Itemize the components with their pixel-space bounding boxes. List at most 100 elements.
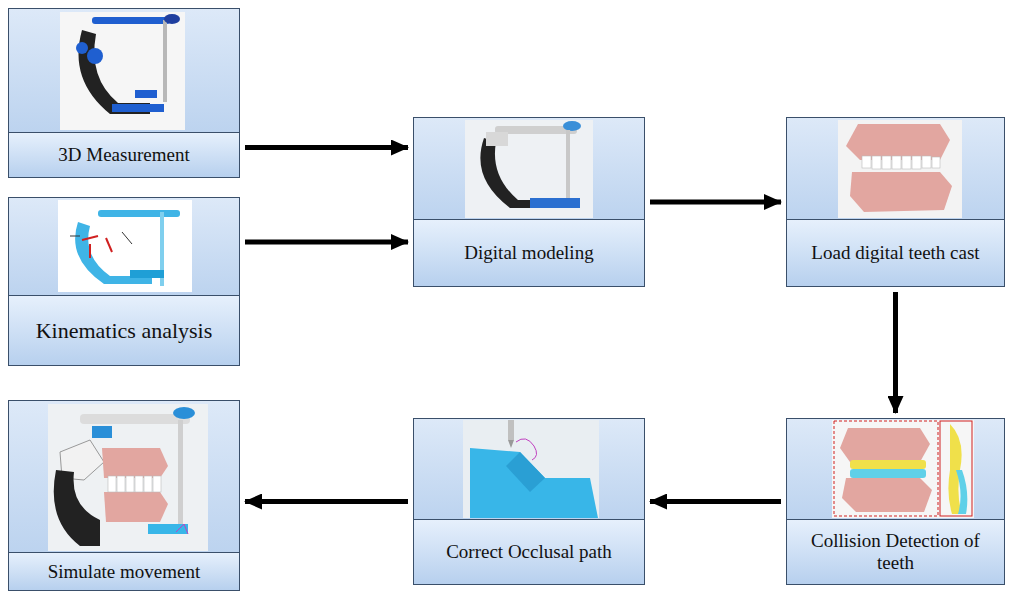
measurement-photo-part <box>135 90 157 98</box>
process-box: Load digital teeth cast <box>786 117 1005 287</box>
teeth-row-part <box>932 157 940 168</box>
node-label: 3D Measurement <box>58 144 189 166</box>
kinematics-drawing-part <box>106 238 112 252</box>
teeth-cast-part <box>786 117 1005 220</box>
kinematics-drawing-part <box>122 232 132 244</box>
digital-model-part <box>465 120 593 218</box>
flow-arrow <box>245 145 408 150</box>
kinematics-drawing-part <box>98 210 180 217</box>
measurement-photo-part <box>92 17 170 24</box>
teeth-cast <box>786 117 1005 220</box>
simulation-drawing-part <box>8 400 240 553</box>
process-box: Digital modeling <box>413 117 645 287</box>
collision-detection-part <box>786 418 1005 520</box>
simulation-drawing-part <box>178 420 183 530</box>
teeth-row-part <box>108 476 116 492</box>
collision-detection-part <box>840 428 930 462</box>
node-label: Correct Occlusal path <box>446 541 612 563</box>
simulation-drawing-part <box>104 492 168 522</box>
simulation-drawing-part <box>176 524 188 534</box>
simulation-drawing-part <box>48 404 208 551</box>
measurement-photo-part <box>87 48 103 64</box>
occlusal-path <box>413 418 645 520</box>
occlusal-path-part <box>508 420 514 440</box>
collision-detection-part <box>850 460 926 469</box>
measurement-photo-part <box>164 14 180 24</box>
teeth-row-part <box>892 156 901 169</box>
flow-arrow <box>245 499 408 504</box>
teeth-row-part <box>922 156 931 168</box>
measurement-photo-part <box>79 30 151 114</box>
teeth-row <box>862 156 940 169</box>
teeth-row-part <box>862 156 871 168</box>
collision-detection-part <box>956 470 967 514</box>
simulation-drawing-part <box>54 470 100 546</box>
measurement-photo-part <box>8 8 240 133</box>
measurement-photo-part <box>76 42 88 54</box>
occlusal-path-part <box>463 420 599 518</box>
label-band: Collision Detection of teeth <box>787 519 1004 584</box>
kinematics-drawing-part <box>58 200 192 292</box>
occlusal-path-part <box>508 440 514 448</box>
collision-detection <box>786 418 1005 520</box>
teeth-row-part <box>872 156 881 169</box>
teeth-cast-part <box>850 172 952 212</box>
kinematics-drawing <box>8 197 240 296</box>
digital-model-part <box>486 132 508 146</box>
flow-arrow <box>650 200 781 205</box>
node-label: Digital modeling <box>464 242 593 264</box>
label-band: Simulate movement <box>9 552 239 590</box>
simulation-drawing <box>8 400 240 553</box>
collision-detection-part <box>832 420 974 518</box>
label-band: Kinematics analysis <box>9 295 239 365</box>
occlusal-path-part <box>506 452 545 492</box>
simulation-drawing-part <box>80 414 190 424</box>
simulation-drawing-part <box>102 448 168 478</box>
measurement-photo-part <box>163 20 167 102</box>
teeth-row-part <box>117 476 125 492</box>
teeth-row <box>108 476 161 492</box>
flow-arrow <box>650 499 781 504</box>
digital-model-part <box>530 198 580 208</box>
kinematics-drawing-part <box>82 236 98 240</box>
flow-arrow <box>893 292 898 413</box>
process-box: Kinematics analysis <box>8 197 240 366</box>
digital-model-part <box>413 117 645 220</box>
collision-detection-part <box>940 421 972 516</box>
process-box: Simulate movement <box>8 400 240 591</box>
teeth-row-part <box>144 476 152 492</box>
process-box: Correct Occlusal path <box>413 418 645 585</box>
collision-detection-part <box>842 478 932 512</box>
digital-model-part <box>566 130 570 204</box>
collision-detection-part <box>850 469 926 478</box>
digital-model <box>413 117 645 220</box>
collision-detection-part <box>948 424 962 514</box>
label-band: Correct Occlusal path <box>414 519 644 584</box>
digital-model-part <box>480 138 552 208</box>
process-box: 3D Measurement <box>8 8 240 178</box>
collision-detection-part <box>834 421 938 516</box>
occlusal-path-part <box>413 418 645 520</box>
node-label: Kinematics analysis <box>36 318 213 343</box>
teeth-row-part <box>153 476 161 492</box>
teeth-row-part <box>126 476 134 492</box>
kinematics-drawing-part <box>8 197 240 296</box>
teeth-row-part <box>135 476 143 492</box>
kinematics-drawing-part <box>89 244 91 258</box>
teeth-cast-part <box>846 124 950 160</box>
teeth-row-part <box>882 156 891 169</box>
label-band: 3D Measurement <box>9 132 239 177</box>
simulation-drawing-part <box>148 524 188 534</box>
digital-model-part <box>563 121 581 131</box>
kinematics-drawing-part <box>70 236 80 237</box>
label-band: Digital modeling <box>414 219 644 286</box>
node-label: Simulate movement <box>48 561 201 583</box>
measurement-photo-part <box>112 104 164 112</box>
occlusal-path-part <box>516 439 537 460</box>
node-label: Collision Detection of teeth <box>795 530 996 574</box>
measurement-photo <box>8 8 240 133</box>
node-label: Load digital teeth cast <box>811 242 979 264</box>
teeth-row-part <box>902 156 911 169</box>
simulation-drawing-part <box>92 426 112 438</box>
